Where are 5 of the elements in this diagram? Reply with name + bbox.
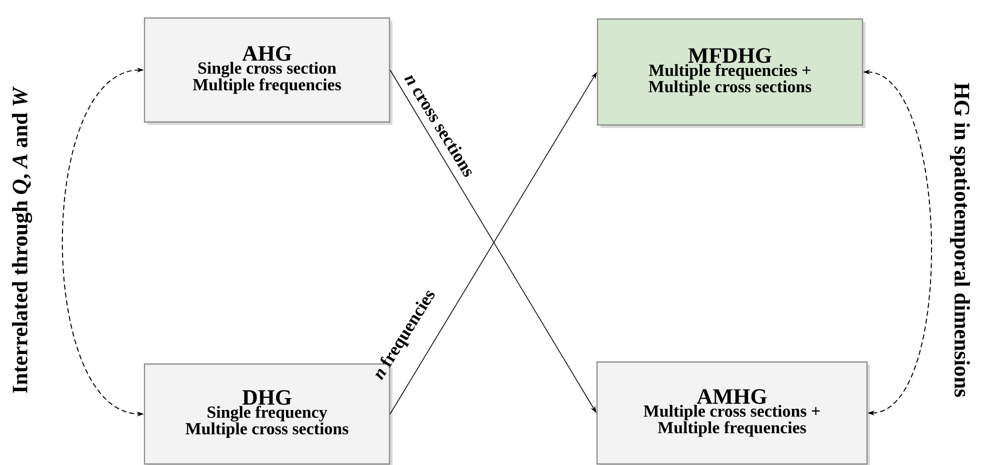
process-box: AHG Single cross section Multiple frequencies bbox=[144, 17, 392, 125]
process-box: MFDHG Multiple frequencies + Multiple cross sections bbox=[596, 18, 866, 128]
edge-label: Interrelated through Q, A and W bbox=[12, 86, 32, 393]
edge-label: HG in spatiotemporal dimensions bbox=[950, 82, 970, 397]
process-box: AMHG Multiple cross sections + Multiple frequencies bbox=[596, 361, 870, 465]
